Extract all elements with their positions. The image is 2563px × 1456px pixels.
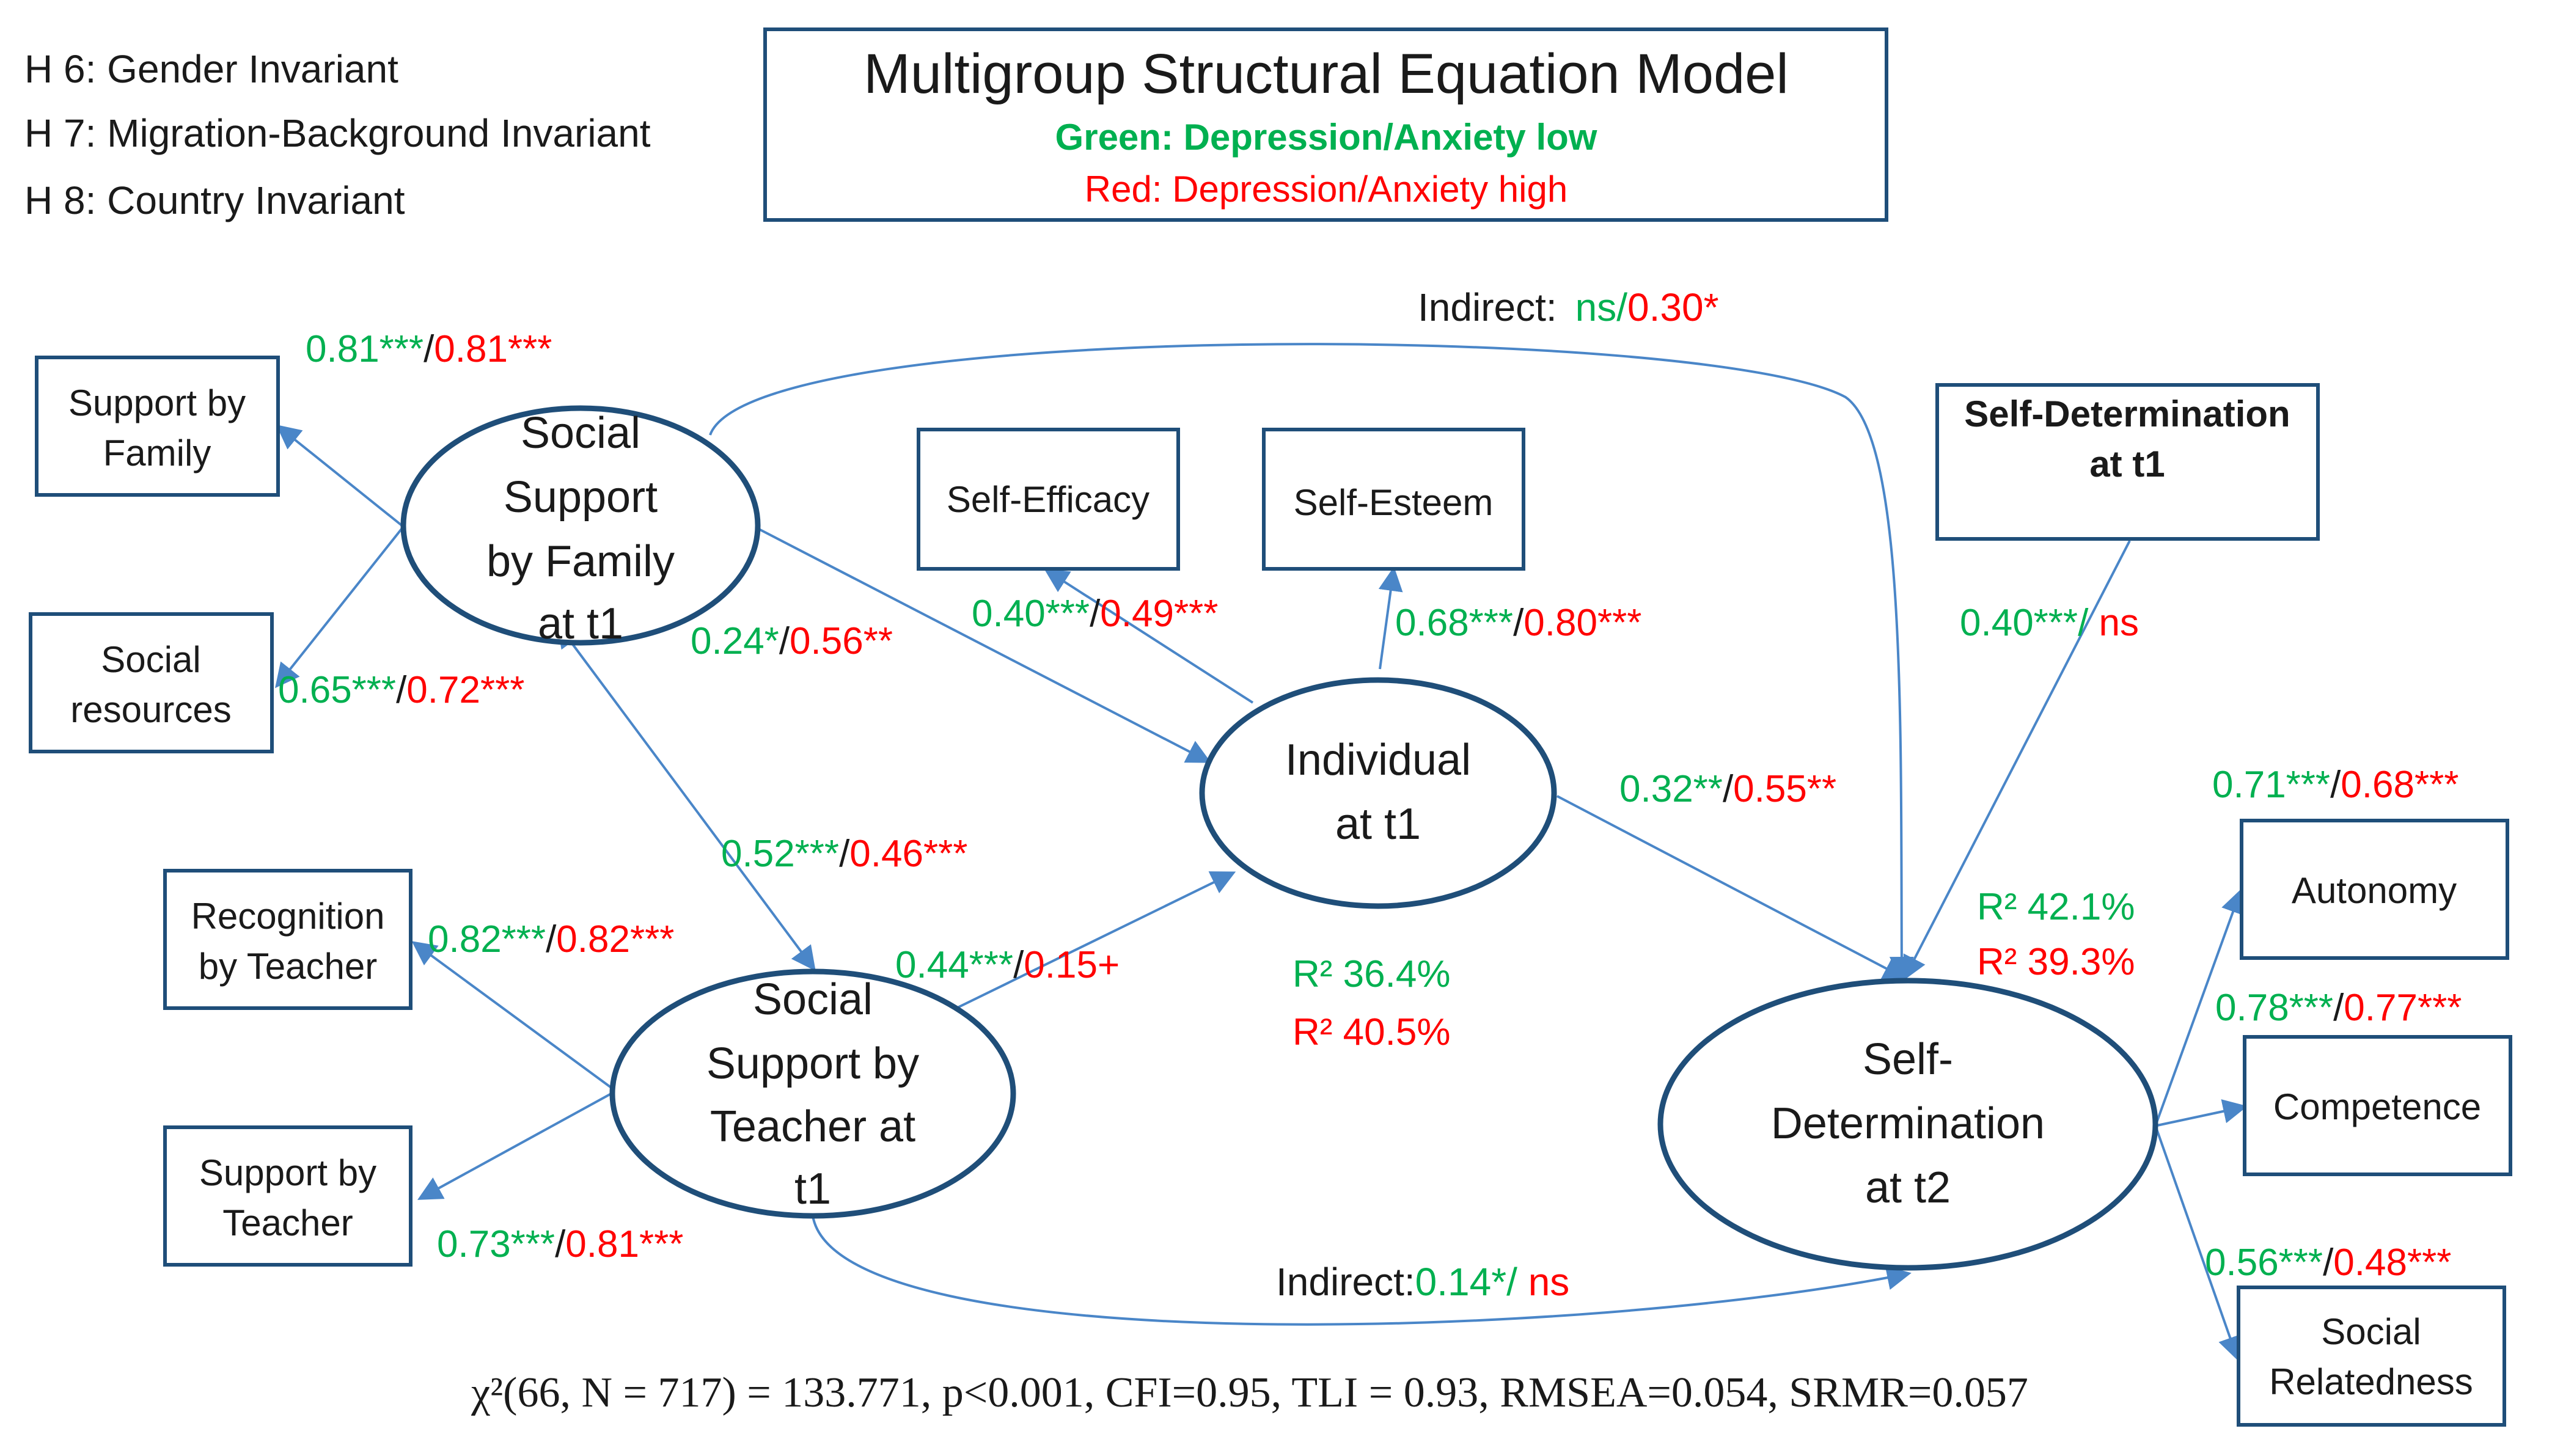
- r2-sd-high: R² 39.3%: [1977, 941, 2135, 983]
- indicator-autonomy: Autonomy: [2240, 819, 2509, 960]
- indicator-label: by Teacher: [199, 946, 377, 987]
- coef-individual-to-self-determination: 0.32**/0.55**: [1619, 768, 1836, 810]
- coef-sd-to-social-relatedness: 0.56***/0.48***: [2205, 1242, 2451, 1284]
- coef-teacher-to-recognition: 0.82***/0.82***: [428, 918, 674, 960]
- indicator-label: Support by: [199, 1152, 376, 1193]
- path-individual-to-self-esteem: [1378, 566, 1403, 670]
- path-family-to-individual: [757, 527, 1212, 763]
- latent-label: Determination: [1771, 1099, 2045, 1148]
- indicator-label: Relatedness: [2269, 1361, 2473, 1402]
- latent-label: by Family: [486, 537, 675, 586]
- indicator-label: Teacher: [222, 1202, 353, 1243]
- hypothesis-7: H 7: Migration-Background Invariant: [24, 111, 651, 155]
- coef-sd-t1-to-sd-t2: 0.40***/ ns: [1960, 602, 2139, 644]
- indicator-label: Family: [103, 433, 211, 474]
- latent-label: Self-: [1863, 1035, 1953, 1084]
- latent-label: Social: [521, 409, 640, 458]
- path-indirect-top: [709, 343, 1914, 981]
- path-individual-to-self-efficacy: [1044, 568, 1254, 704]
- indicator-label: Self-Esteem: [1294, 482, 1494, 523]
- path-family-teacher-covariance: [556, 623, 816, 971]
- coef-sd-to-autonomy: 0.71***/0.68***: [2212, 764, 2458, 806]
- indicator-label: at t1: [2089, 444, 2165, 485]
- latent-label: Support: [504, 473, 658, 522]
- indicator-label: Recognition: [191, 896, 385, 937]
- indicator-label: Support by: [68, 382, 246, 423]
- hypotheses-list: H 6: Gender Invariant H 7: Migration-Bac…: [24, 47, 651, 222]
- coef-family-to-support-by-family: 0.81***/0.81***: [306, 328, 552, 370]
- path-sd-to-autonomy: [2155, 888, 2245, 1125]
- path-sd-to-competence: [2157, 1099, 2248, 1127]
- latent-teacher-support: Social Support by Teacher at t1: [609, 968, 1016, 1219]
- latent-self-determination-t2: Self- Determination at t2: [1657, 978, 2158, 1271]
- indirect-bottom-label: Indirect:0.14*/ ns: [1276, 1260, 1569, 1304]
- hypothesis-6: H 6: Gender Invariant: [24, 47, 398, 91]
- page-title: Multigroup Structural Equation Model: [864, 43, 1789, 105]
- indicator-self-esteem: Self-Esteem: [1262, 428, 1525, 571]
- path-family-to-social-resources: [275, 525, 405, 689]
- indicator-label: Social: [101, 639, 200, 680]
- coef-family-to-social-resources: 0.65***/0.72***: [278, 669, 524, 711]
- title-box-frame: [763, 27, 1888, 222]
- r-squared: R² 36.4% R² 40.5% R² 42.1% R² 39.3%: [1292, 886, 2135, 1053]
- path-indirect-bottom: [812, 1215, 1912, 1326]
- latent-label: Teacher at: [710, 1102, 915, 1151]
- coefficients: 0.81***/0.81*** 0.65***/0.72*** 0.24*/0.…: [278, 328, 2462, 1284]
- coef-family-to-individual: 0.24*/0.56**: [691, 620, 893, 662]
- title-box: Multigroup Structural Equation Model Gre…: [763, 27, 1888, 222]
- latent-label: Support by: [706, 1039, 919, 1088]
- paths: [275, 343, 2248, 1361]
- coef-teacher-to-support: 0.73***/0.81***: [437, 1223, 683, 1265]
- coef-teacher-to-individual: 0.44***/0.15+: [895, 944, 1120, 986]
- indicator-support-by-teacher: Support by Teacher: [163, 1125, 413, 1267]
- r2-sd-low: R² 42.1%: [1977, 886, 2135, 928]
- hypothesis-8: H 8: Country Invariant: [24, 178, 405, 222]
- r2-individual-low: R² 36.4%: [1292, 953, 1450, 995]
- coef-individual-to-self-efficacy: 0.40***/0.49***: [972, 593, 1218, 635]
- path-individual-to-self-determination: [1557, 795, 1909, 980]
- latent-label: Individual: [1285, 736, 1471, 785]
- path-teacher-to-support: [417, 1092, 612, 1200]
- legend-red: Red: Depression/Anxiety high: [1085, 169, 1568, 210]
- coef-family-teacher-covariance: 0.52***/0.46***: [721, 833, 967, 875]
- indicator-self-determination-t1: Self-Determination at t1: [1935, 383, 2320, 541]
- indicator-label: resources: [70, 689, 231, 730]
- coef-individual-to-self-esteem: 0.68***/0.80***: [1395, 602, 1641, 644]
- indicator-competence: Competence: [2243, 1035, 2512, 1176]
- path-family-to-support-by-family: [276, 424, 405, 528]
- indicator-label: Self-Determination: [1964, 393, 2290, 434]
- latent-individual: Individual at t1: [1199, 677, 1557, 909]
- indirect-top-label: Indirect:ns/0.30*: [1418, 285, 1719, 329]
- coef-sd-to-competence: 0.78***/0.77***: [2215, 987, 2462, 1029]
- indicator-label: Competence: [2273, 1086, 2481, 1127]
- path-teacher-to-recognition: [411, 941, 612, 1089]
- indicator-label: Autonomy: [2292, 870, 2457, 911]
- latent-label: Social: [753, 975, 873, 1024]
- indicator-label: Self-Efficacy: [947, 479, 1150, 520]
- latent-label: at t1: [1335, 800, 1421, 849]
- indicator-label: Social: [2321, 1311, 2421, 1352]
- path-sd-to-social-relatedness: [2155, 1127, 2242, 1361]
- latent-label: at t2: [1865, 1163, 1951, 1212]
- indicator-self-efficacy: Self-Efficacy: [917, 428, 1180, 571]
- latent-variables: Social Support by Family at t1 Social Su…: [400, 405, 2158, 1271]
- legend-green: Green: Depression/Anxiety low: [1055, 117, 1597, 158]
- path-teacher-to-individual: [956, 871, 1236, 1009]
- path-sd-t1-to-sd-t2: [1903, 540, 2131, 981]
- indicator-boxes: Support by Family Social resources Recog…: [29, 356, 2512, 1427]
- indicator-social-relatedness: Social Relatedness: [2237, 1286, 2506, 1427]
- indicator-social-resources: Social resources: [29, 612, 274, 753]
- fit-statistics: χ²(66, N = 717) = 133.771, p<0.001, CFI=…: [471, 1369, 2028, 1416]
- latent-label: t1: [794, 1165, 831, 1213]
- indicator-support-by-family: Support by Family: [35, 356, 280, 497]
- r2-individual-high: R² 40.5%: [1292, 1011, 1450, 1053]
- indicator-recognition-by-teacher: Recognition by Teacher: [163, 869, 413, 1010]
- latent-family-support: Social Support by Family at t1: [400, 405, 761, 648]
- latent-label: at t1: [538, 599, 623, 648]
- indirect-labels: Indirect:ns/0.30* Indirect:0.14*/ ns: [1276, 285, 1719, 1304]
